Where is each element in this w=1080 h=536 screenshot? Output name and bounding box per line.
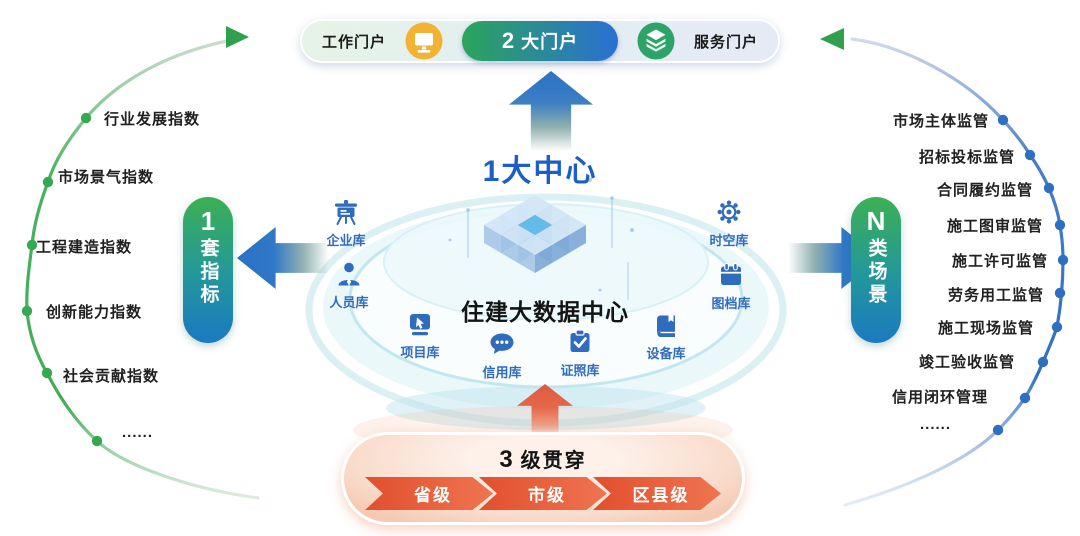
- archive-db-icon: [721, 262, 741, 285]
- indicator-item: 社会贡献指数: [63, 368, 160, 385]
- levels-title: 3 级贯穿: [499, 444, 586, 474]
- db-label: 设备库: [646, 346, 686, 361]
- db-label: 企业库: [326, 233, 366, 248]
- left-arc-arrowhead-icon: [226, 26, 249, 48]
- spacetime-db-icon: [717, 200, 741, 224]
- cube-sparkles: [448, 173, 634, 300]
- indicator-item: 市场景气指数: [58, 169, 155, 186]
- indicators-pill-label: 套指标: [197, 237, 219, 307]
- indicator-item: 行业发展指数: [104, 111, 201, 128]
- db-label: 项目库: [400, 345, 440, 360]
- indicators-pill-number: 1: [200, 206, 216, 236]
- left-arc: [21, 26, 260, 500]
- db-credit: 信用库: [470, 329, 534, 381]
- work-portal-label: 工作门户: [322, 33, 387, 51]
- db-label: 图档库: [711, 296, 751, 311]
- level-province: 省级: [365, 477, 493, 510]
- scenario-item-ellipsis: ......: [920, 416, 952, 433]
- data-center-label: 住建大数据中心: [461, 299, 629, 325]
- db-enterprise: 企业库: [314, 197, 378, 249]
- db-label: 信用库: [482, 365, 522, 380]
- scenario-item: 竣工验收监管: [919, 354, 1016, 371]
- indicator-item: 工程建造指数: [36, 239, 133, 256]
- scenario-item: 劳务用工监管: [948, 287, 1045, 304]
- layers-icon: [637, 22, 675, 60]
- db-equipment: 设备库: [634, 310, 698, 362]
- indicator-item: 创新能力指数: [46, 304, 143, 321]
- right-arc-arrowhead-icon: [820, 28, 844, 50]
- db-certificate: 证照库: [548, 327, 612, 379]
- scenarios-pill-label: 类场景: [865, 237, 887, 307]
- portal-count: 2: [501, 28, 515, 53]
- level-district: 区县级: [593, 477, 721, 510]
- scenario-item: 合同履约监管: [937, 182, 1034, 199]
- db-label: 时空库: [709, 233, 749, 248]
- enterprise-db-icon: [335, 200, 357, 225]
- right-arc: [820, 28, 1069, 507]
- levels-pill: 3 级贯穿 省级 市级 区县级: [341, 432, 745, 525]
- db-label: 证照库: [560, 363, 600, 378]
- two-portals-pill: 2 大门户: [461, 21, 618, 61]
- center-title: 1大中心: [482, 155, 598, 188]
- db-archive: 图档库: [699, 260, 763, 312]
- project-db-icon: [410, 314, 430, 336]
- scenarios-pill: N 类场景: [851, 197, 901, 343]
- db-project: 项目库: [388, 309, 452, 361]
- portal-count-label: 大门户: [521, 32, 579, 52]
- scenario-item: 施工图审监管: [947, 218, 1044, 235]
- scenario-item: 施工现场监管: [938, 320, 1035, 337]
- monitor-icon: [405, 22, 443, 60]
- scenario-item: 招标投标监管: [919, 149, 1016, 166]
- scenario-item: 施工许可监管: [952, 253, 1049, 270]
- indicators-pill: 1 套指标: [183, 197, 233, 343]
- personnel-db-icon: [338, 262, 360, 286]
- scenario-item: 市场主体监管: [893, 113, 990, 130]
- scenario-item: 信用闭环管理: [892, 389, 989, 406]
- level-city: 市级: [479, 477, 607, 510]
- db-personnel: 人员库: [317, 259, 381, 311]
- level-chevrons: 省级 市级 区县级: [365, 477, 721, 510]
- levels-number: 3: [499, 446, 513, 473]
- indicator-item-ellipsis: ......: [122, 424, 154, 441]
- db-spacetime: 时空库: [697, 197, 761, 249]
- equipment-db-icon: [657, 315, 675, 337]
- portal-bar: 工作门户 2 大门户 服务门户: [300, 19, 780, 63]
- service-portal-label: 服务门户: [693, 33, 758, 51]
- levels-label: 级贯穿: [520, 450, 587, 472]
- db-label: 人员库: [329, 295, 369, 310]
- scenarios-pill-number: N: [866, 206, 886, 236]
- credit-db-icon: [490, 333, 514, 354]
- certificate-db-icon: [570, 329, 590, 352]
